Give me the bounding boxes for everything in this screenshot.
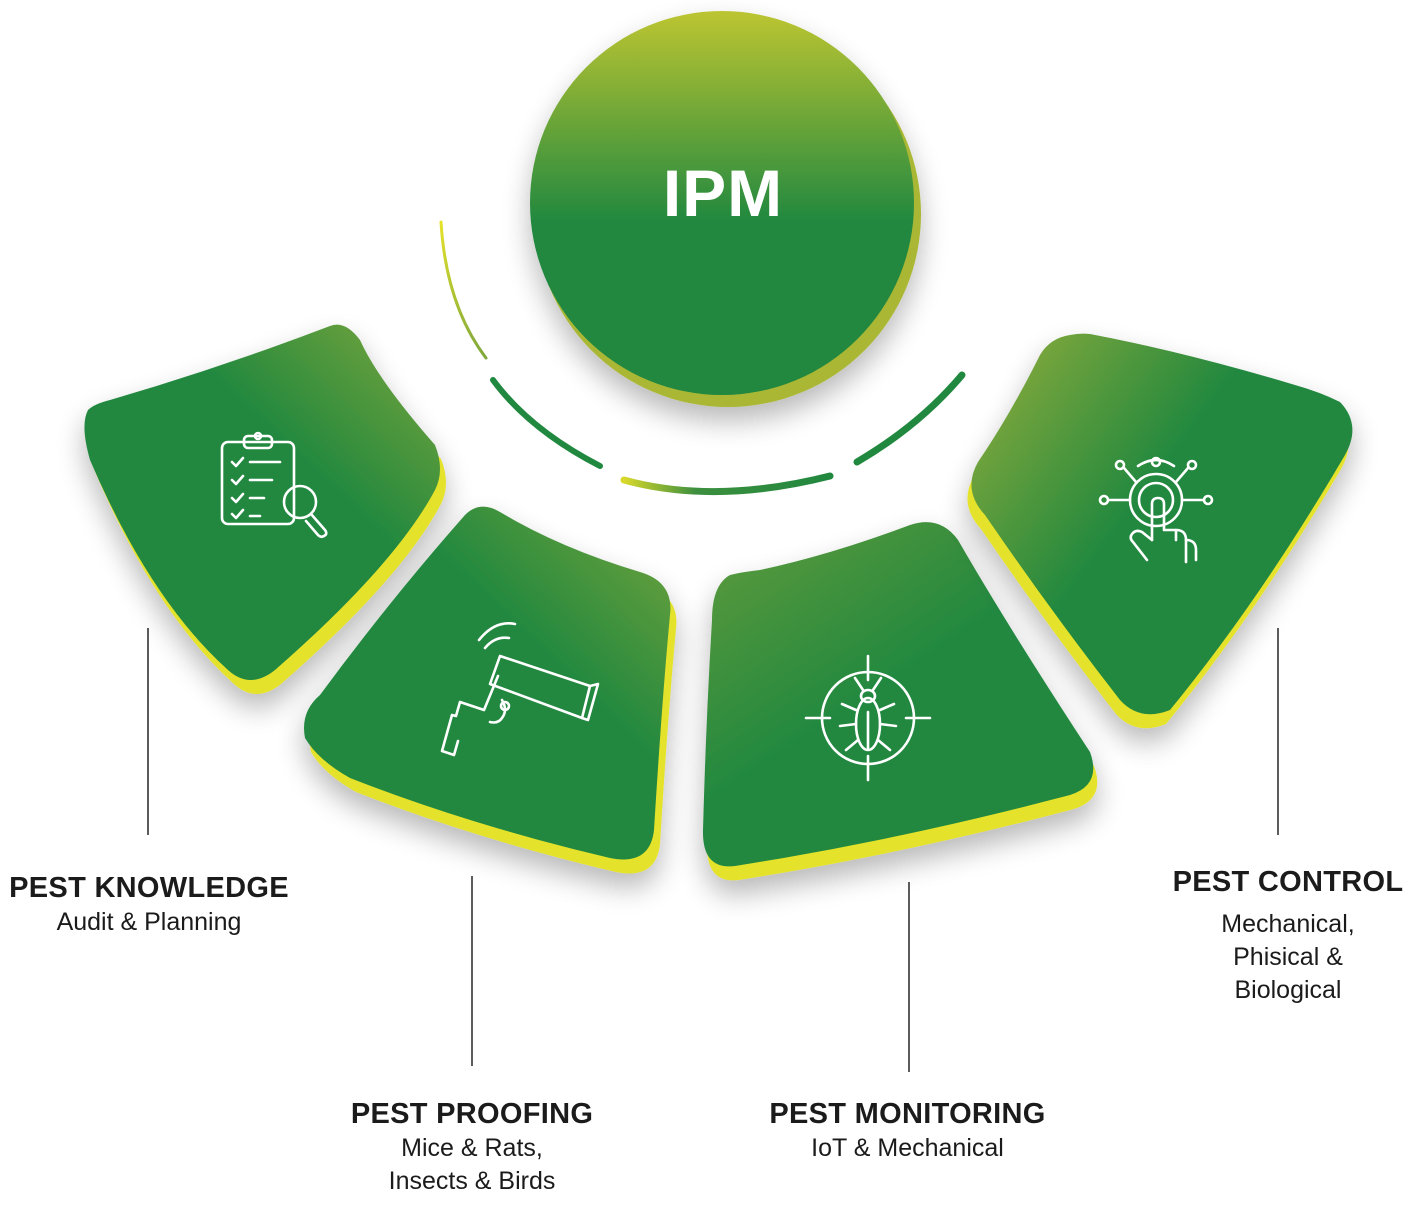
label-pest-knowledge: PEST KNOWLEDGE Audit & Planning <box>0 870 298 939</box>
connector-lines <box>147 628 1279 1072</box>
label-title: PEST PROOFING <box>350 1098 594 1130</box>
segment-pest-proofing[interactable] <box>304 506 677 874</box>
security-camera-icon <box>440 622 600 757</box>
label-subtitle: Mice & Rats, <box>401 1134 543 1162</box>
label-subtitle: Audit & Planning <box>56 908 242 936</box>
label-subtitle: Insects & Birds <box>388 1167 556 1195</box>
label-subtitle: Mechanical, <box>1221 910 1355 938</box>
label-pest-monitoring: PEST MONITORING IoT & Mechanical <box>745 1096 1070 1165</box>
orbit-arc <box>439 220 966 496</box>
label-title: PEST KNOWLEDGE <box>9 872 289 904</box>
segment-pest-control[interactable] <box>967 333 1353 729</box>
touch-control-icon <box>1098 456 1214 564</box>
ipm-circle <box>530 11 921 407</box>
label-pest-control: PEST CONTROL Mechanical, Phisical & Biol… <box>1158 864 1418 1007</box>
label-subtitle: Phisical & <box>1233 943 1343 971</box>
bug-target-icon <box>804 654 932 782</box>
clipboard-search-icon <box>220 431 328 539</box>
ipm-label: IPM <box>662 156 784 230</box>
segment-pest-monitoring[interactable] <box>702 522 1098 881</box>
label-subtitle: IoT & Mechanical <box>811 1134 1004 1162</box>
segment-pest-knowledge[interactable] <box>84 324 446 694</box>
label-subtitle: Biological <box>1234 976 1342 1004</box>
label-title: PEST MONITORING <box>769 1098 1046 1130</box>
label-title: PEST CONTROL <box>1172 866 1404 898</box>
label-pest-proofing: PEST PROOFING Mice & Rats, Insects & Bir… <box>322 1096 622 1198</box>
